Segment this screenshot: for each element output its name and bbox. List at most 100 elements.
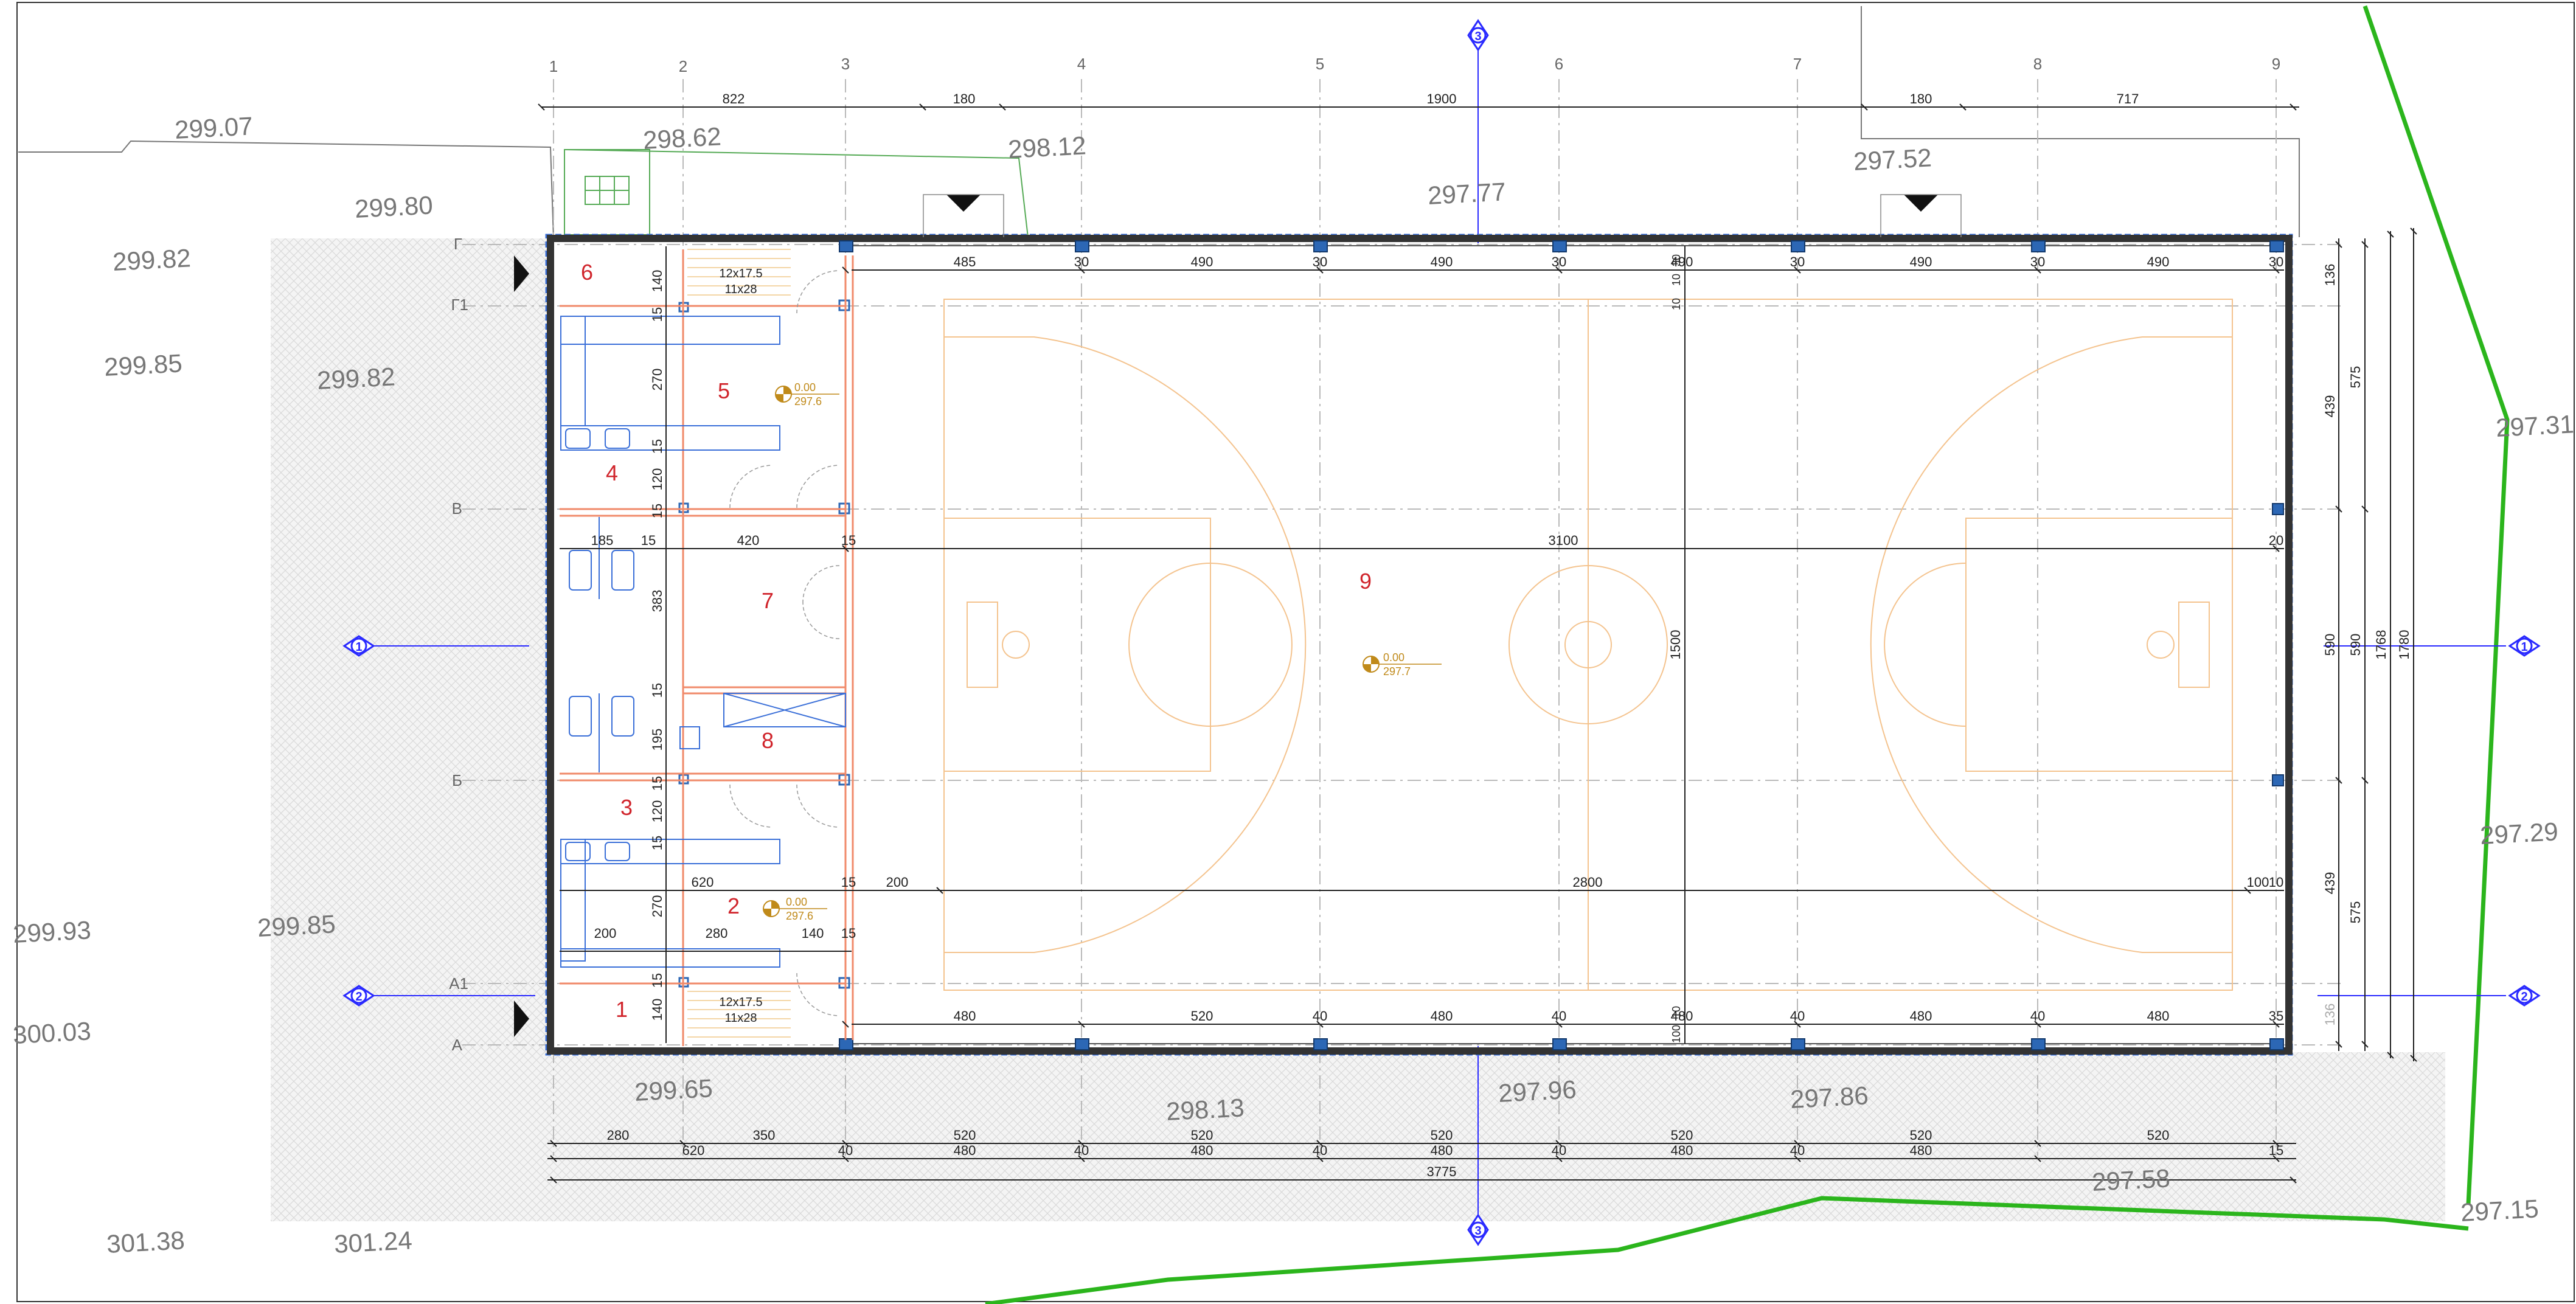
elevation-label: 300.03 <box>12 1016 92 1049</box>
svg-text:15: 15 <box>650 504 665 518</box>
svg-text:2: 2 <box>2521 990 2527 1004</box>
svg-text:297.6: 297.6 <box>794 395 822 408</box>
elevation-label: 301.38 <box>106 1226 186 1258</box>
elevation-label: 298.13 <box>1165 1093 1245 1126</box>
svg-text:1900: 1900 <box>1427 91 1457 106</box>
stairs-lower <box>687 991 791 1038</box>
grid-col-1: 1 <box>549 57 558 75</box>
plot-boundary-south <box>985 1196 2469 1304</box>
elevation-label: 298.12 <box>1007 131 1087 164</box>
svg-text:0.00: 0.00 <box>794 381 816 394</box>
svg-text:40: 40 <box>2030 1008 2045 1024</box>
svg-text:10: 10 <box>1670 298 1682 310</box>
section-marker-2-left: 2 <box>342 985 375 1007</box>
svg-text:490: 490 <box>1191 254 1213 269</box>
dims-top-inner: 485 30 490 30 490 30 490 30 490 30 490 3… <box>954 254 2284 286</box>
svg-text:280: 280 <box>607 1128 630 1143</box>
room-number-6: 6 <box>581 260 593 285</box>
svg-text:485: 485 <box>954 254 976 269</box>
elevation-label: 297.15 <box>2460 1194 2540 1227</box>
room-number-2: 2 <box>727 893 740 918</box>
room-number-7: 7 <box>762 588 774 613</box>
paving-west <box>271 238 550 1221</box>
svg-text:3100: 3100 <box>1549 533 1578 548</box>
grid-col-9: 9 <box>2272 55 2280 73</box>
dims-top-chain: 822 180 1900 180 717 <box>723 91 2139 106</box>
svg-text:480: 480 <box>954 1008 976 1024</box>
svg-text:270: 270 <box>650 895 665 918</box>
basketball-court <box>943 299 2233 991</box>
room-number-5: 5 <box>718 378 730 403</box>
svg-text:280: 280 <box>706 926 728 941</box>
elevation-label: 297.31 <box>2495 409 2575 442</box>
elevation-label: 297.96 <box>1498 1075 1577 1108</box>
svg-text:140: 140 <box>650 999 665 1021</box>
svg-text:520: 520 <box>1191 1128 1213 1143</box>
stair-labels: 12x17.5 11x28 12x17.5 11x28 <box>719 267 762 1025</box>
entrance-arrows <box>514 195 1938 1037</box>
svg-text:15: 15 <box>650 439 665 454</box>
elevation-label: 299.85 <box>257 909 336 942</box>
svg-text:30: 30 <box>1790 254 1805 269</box>
grid-row-a1: А1 <box>449 974 468 993</box>
neighbour-boundary-line <box>1861 6 2300 237</box>
grid-col-4: 4 <box>1077 55 1086 73</box>
svg-text:180: 180 <box>953 91 976 106</box>
svg-text:30: 30 <box>1552 254 1566 269</box>
dims-bottom-chains: 280 350 520 520 520 520 520 520 620 40 4… <box>607 1128 2284 1179</box>
svg-text:520: 520 <box>1431 1128 1453 1143</box>
dims-left-vertical: 140 15 270 15 120 15 383 15 195 15 120 1… <box>650 270 665 1021</box>
svg-text:270: 270 <box>650 369 665 391</box>
svg-text:590: 590 <box>2348 634 2363 656</box>
svg-text:136: 136 <box>2322 1004 2338 1026</box>
svg-text:15: 15 <box>650 973 665 988</box>
elevation-label: 297.52 <box>1853 143 1932 176</box>
svg-text:480: 480 <box>1910 1008 1932 1024</box>
drawing-frame <box>16 2 2575 1302</box>
grid-col-3: 3 <box>841 55 850 73</box>
room-number-3: 3 <box>620 795 633 820</box>
elevation-label: 298.62 <box>642 122 722 154</box>
svg-text:200: 200 <box>886 875 909 890</box>
svg-text:10: 10 <box>1670 274 1682 286</box>
svg-text:520: 520 <box>2147 1128 2170 1143</box>
svg-text:480: 480 <box>1671 1008 1693 1024</box>
svg-text:15: 15 <box>841 533 856 548</box>
svg-text:383: 383 <box>650 590 665 612</box>
grid-row-a: А <box>452 1036 463 1054</box>
elevation-label: 301.24 <box>333 1226 413 1258</box>
svg-text:480: 480 <box>1910 1143 1932 1158</box>
elevation-label: 299.93 <box>12 915 92 948</box>
svg-text:12x17.5: 12x17.5 <box>719 996 762 1009</box>
svg-text:480: 480 <box>1431 1143 1453 1158</box>
svg-text:480: 480 <box>1191 1143 1213 1158</box>
svg-text:30: 30 <box>1074 254 1089 269</box>
svg-text:420: 420 <box>737 533 760 548</box>
elevation-label: 297.86 <box>1790 1081 1869 1114</box>
level-marker-hall: 0.00 297.7 <box>1363 651 1442 678</box>
svg-text:575: 575 <box>2348 366 2363 389</box>
svg-text:1500: 1500 <box>1668 630 1683 660</box>
svg-text:0.00: 0.00 <box>1383 651 1404 664</box>
fixtures <box>560 316 846 968</box>
svg-text:822: 822 <box>723 91 745 106</box>
elevation-label: 297.58 <box>2091 1164 2171 1196</box>
svg-text:0.00: 0.00 <box>786 896 807 908</box>
room-number-8: 8 <box>762 728 774 753</box>
svg-text:15: 15 <box>641 533 656 548</box>
svg-text:520: 520 <box>1191 1008 1213 1024</box>
svg-text:120: 120 <box>650 468 665 491</box>
section-marker-2-right: 2 <box>2508 985 2541 1007</box>
svg-text:480: 480 <box>1671 1143 1693 1158</box>
svg-text:200: 200 <box>594 926 617 941</box>
svg-text:15: 15 <box>841 875 856 890</box>
svg-text:11x28: 11x28 <box>724 1011 757 1025</box>
elevation-label: 299.82 <box>112 243 192 276</box>
section-marker-3-top: 3 <box>1467 19 1489 52</box>
svg-text:575: 575 <box>2348 901 2363 924</box>
svg-text:520: 520 <box>954 1128 976 1143</box>
svg-text:140: 140 <box>802 926 824 941</box>
svg-text:15: 15 <box>2269 1143 2283 1158</box>
svg-text:439: 439 <box>2322 395 2338 418</box>
svg-text:297.6: 297.6 <box>786 910 813 922</box>
